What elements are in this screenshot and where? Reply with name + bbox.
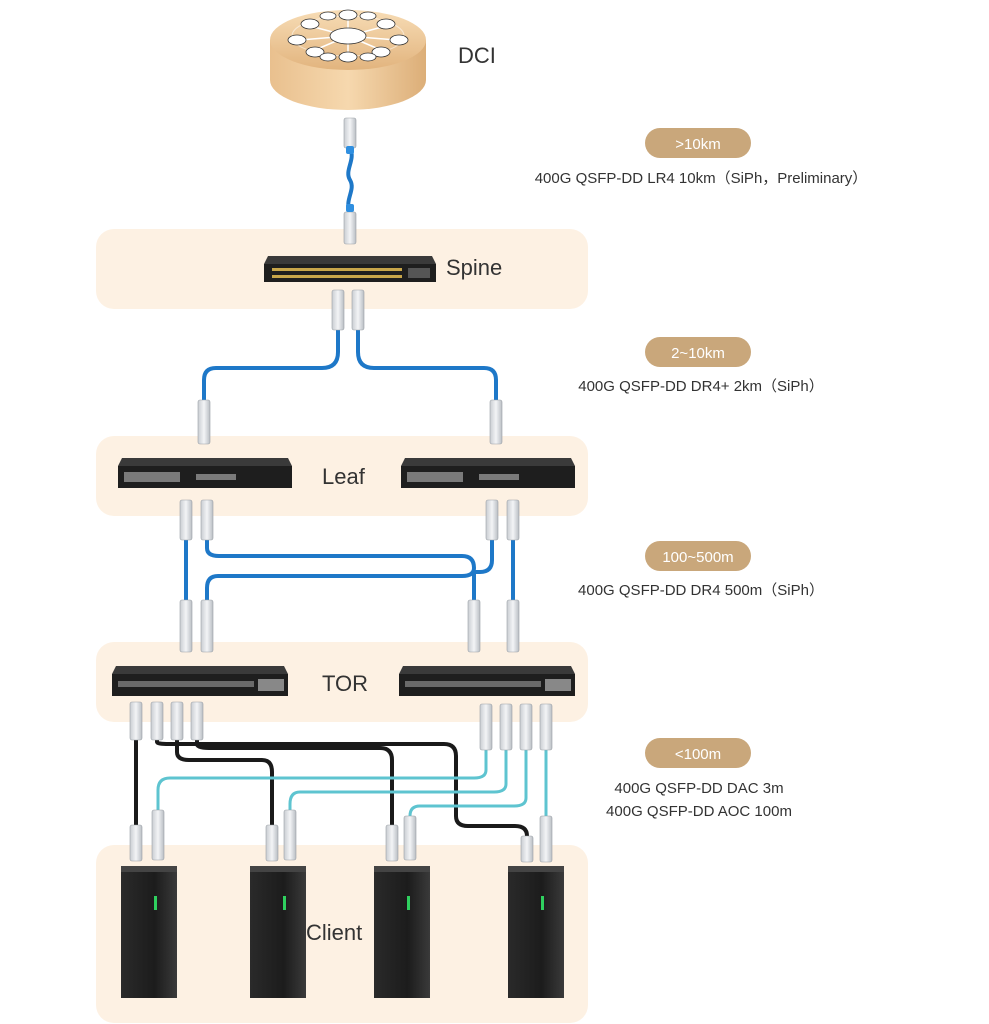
module-desc-dr4plus: 400G QSFP-DD DR4+ 2km（SiPh） [578, 378, 824, 395]
distance-pill-dr4: 100~500m [662, 549, 733, 566]
tor-tier-band [96, 642, 588, 722]
spine-label: Spine [446, 255, 502, 280]
client-rack-2-icon [250, 866, 306, 998]
dci-spine-lr4-module [343, 117, 357, 245]
client-rack-4-icon [508, 866, 564, 998]
client-side-modules [129, 809, 553, 863]
module-desc-lr4: 400G QSFP-DD LR4 10km（SiPh，Preliminary） [535, 170, 868, 187]
tor-switch-right-icon [399, 666, 575, 696]
client-label: Client [306, 920, 362, 945]
module-desc-dr4: 400G QSFP-DD DR4 500m（SiPh） [578, 582, 824, 599]
spine-leaf-dr4plus-link [202, 330, 498, 400]
distance-pill-dac-aoc: <100m [675, 746, 721, 763]
link-spec-lr4: >10km 400G QSFP-DD LR4 10km（SiPh，Prelimi… [535, 128, 868, 187]
tor-client-aoc-cables [156, 750, 548, 817]
module-desc-aoc: 400G QSFP-DD AOC 100m [606, 803, 792, 820]
link-spec-dr4: 100~500m 400G QSFP-DD DR4 500m（SiPh） [578, 541, 824, 599]
leaf-tier-band [96, 436, 588, 516]
link-spec-dr4plus: 2~10km 400G QSFP-DD DR4+ 2km（SiPh） [578, 337, 824, 395]
leaf-tor-dr4-link [184, 540, 515, 600]
spine-leaf-modules [197, 289, 503, 445]
leaf-tor-modules [179, 499, 520, 653]
tor-switch-left-icon [112, 666, 288, 696]
dci-cylinder-icon [270, 9, 426, 110]
spine-switch-icon [264, 256, 436, 282]
client-rack-3-icon [374, 866, 430, 998]
distance-pill-lr4: >10km [675, 136, 720, 153]
client-tier-band [96, 845, 588, 1023]
tor-side-modules [129, 701, 553, 751]
module-desc-dac: 400G QSFP-DD DAC 3m [614, 780, 783, 797]
leaf-label: Leaf [322, 464, 366, 489]
distance-pill-dr4plus: 2~10km [671, 345, 725, 362]
tor-label: TOR [322, 671, 368, 696]
client-rack-1-icon [121, 866, 177, 998]
tor-client-dac-cables [134, 740, 529, 837]
leaf-switch-left-icon [118, 458, 292, 488]
leaf-switch-right-icon [401, 458, 575, 488]
link-spec-dac-aoc: <100m 400G QSFP-DD DAC 3m 400G QSFP-DD A… [606, 738, 792, 820]
dci-label: DCI [458, 43, 496, 68]
